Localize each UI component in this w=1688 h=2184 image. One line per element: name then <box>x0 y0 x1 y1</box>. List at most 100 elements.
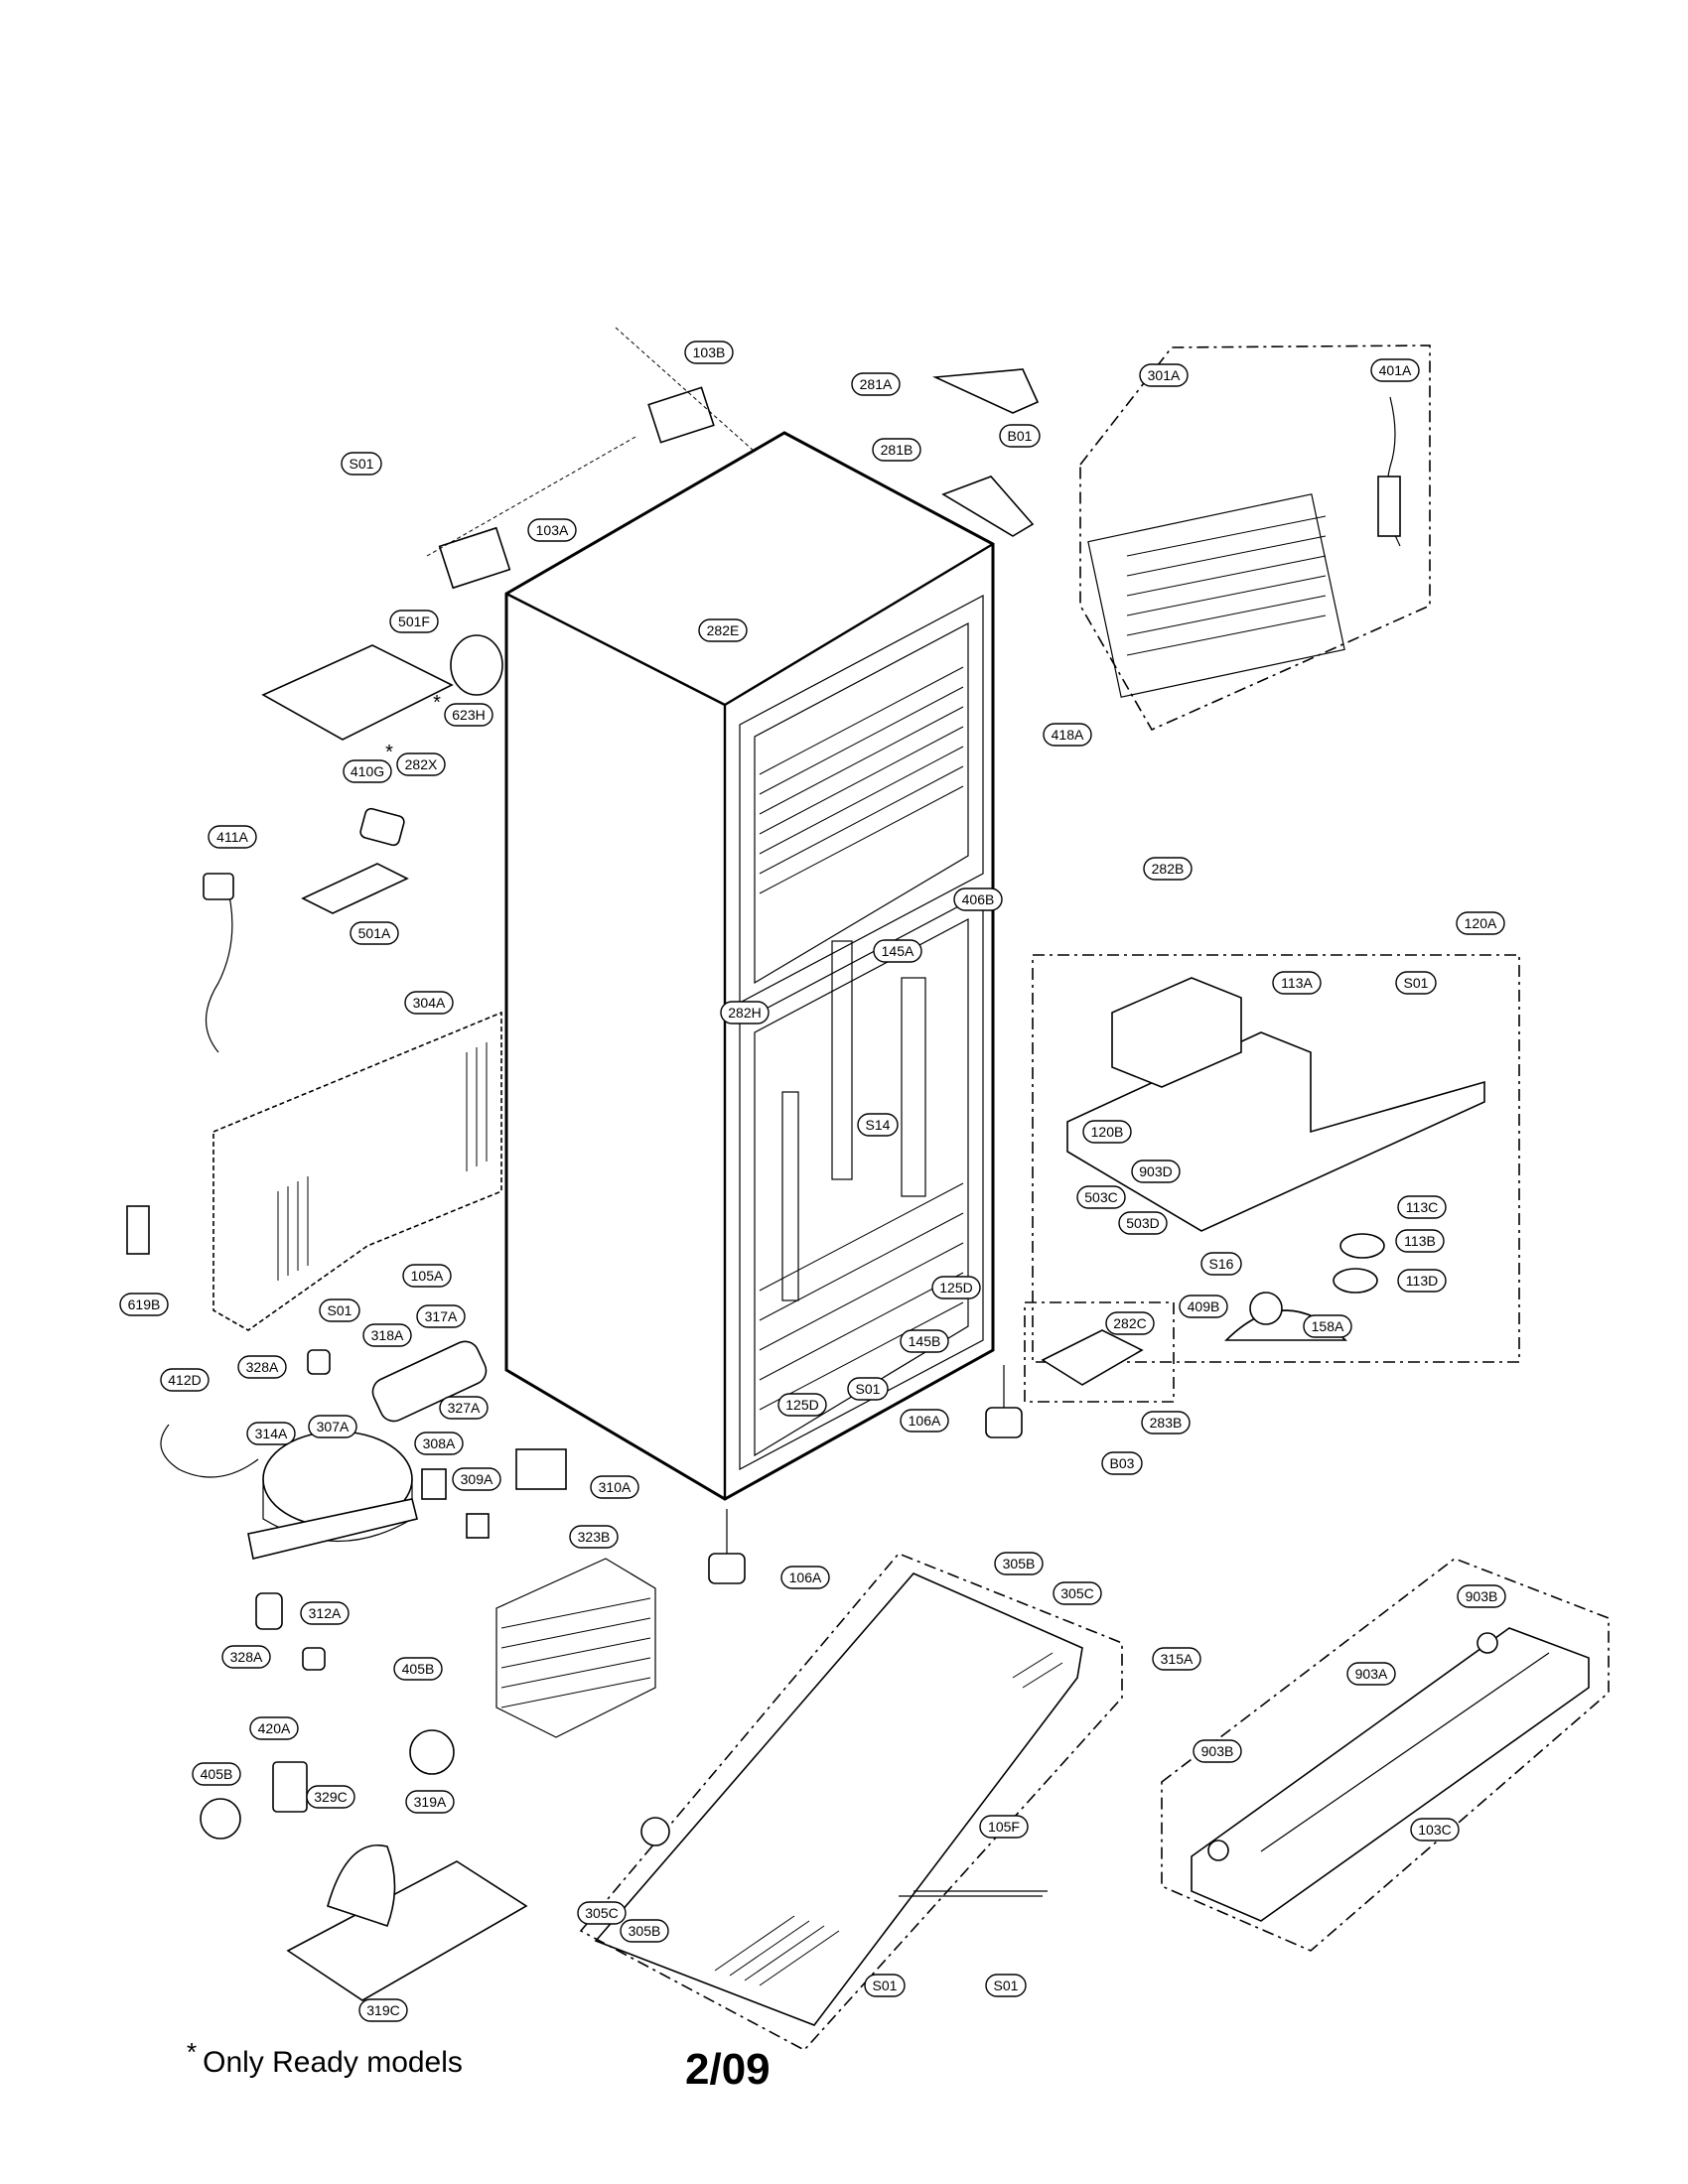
part-label-outline <box>590 1475 639 1499</box>
part-label-outline <box>119 1293 169 1316</box>
part-label-s14: S14 <box>857 1113 899 1137</box>
part-label-text: 305C <box>585 1905 618 1921</box>
footnote-text: Only Ready models <box>203 2046 463 2079</box>
part-label-319a: 319A <box>405 1790 455 1814</box>
part-label-103a: 103A <box>527 518 577 542</box>
part-label-405b_b: 405B <box>192 1762 241 1786</box>
control-box-and-pcb <box>203 634 503 1053</box>
part-label-outline <box>851 372 901 396</box>
part-label-text: 304A <box>413 995 446 1011</box>
part-label-text: 158A <box>1312 1318 1344 1334</box>
part-label-318a: 318A <box>362 1323 412 1347</box>
part-label-327a: 327A <box>439 1396 489 1420</box>
part-label-text: 329C <box>314 1789 347 1805</box>
compressor-assembly <box>160 1340 567 1671</box>
part-label-outline <box>1076 1185 1126 1209</box>
top-hinge-assembly <box>426 327 1040 590</box>
part-label-619b: 619B <box>119 1293 169 1316</box>
part-label-text: 312A <box>309 1605 342 1621</box>
part-label-outline <box>1118 1211 1168 1235</box>
footnote: *Only Ready models <box>187 2037 463 2080</box>
part-label-text: 145B <box>909 1333 941 1349</box>
part-label-outline <box>341 452 382 476</box>
part-label-328a_b: 328A <box>221 1645 271 1669</box>
part-label-113d: 113D <box>1397 1269 1447 1293</box>
part-label-text: 113C <box>1406 1199 1438 1215</box>
part-label-text: 319A <box>414 1794 447 1810</box>
part-label-120b: 120B <box>1082 1120 1132 1144</box>
part-label-outline <box>1053 1581 1102 1605</box>
part-label-text: 145A <box>882 943 914 959</box>
part-label-outline <box>1303 1314 1352 1338</box>
part-label-outline <box>1141 1411 1191 1434</box>
part-label-outline <box>319 1298 360 1322</box>
part-label-120a: 120A <box>1456 911 1505 935</box>
part-label-text: 113B <box>1404 1233 1436 1249</box>
part-label-outline <box>160 1368 210 1392</box>
part-label-outline <box>1457 1584 1506 1608</box>
part-label-125d_b: 125D <box>777 1393 827 1417</box>
part-label-308a: 308A <box>414 1432 464 1455</box>
part-label-text: S01 <box>873 1978 898 1993</box>
part-label-text: 401A <box>1379 362 1412 378</box>
part-label-outline <box>979 1815 1029 1839</box>
part-label-outline <box>780 1566 830 1589</box>
part-label-304a: 304A <box>404 991 454 1015</box>
part-label-outline <box>931 1276 981 1299</box>
part-label-text: 405B <box>402 1661 435 1677</box>
part-label-text: 282H <box>728 1005 761 1021</box>
part-label-312a: 312A <box>300 1601 350 1625</box>
part-label-501f: 501F <box>389 610 439 633</box>
part-label-s01_a: S01 <box>341 452 382 476</box>
fan-motor-assembly <box>200 1729 528 2001</box>
part-label-outline <box>414 1432 464 1455</box>
part-label-145a: 145A <box>873 939 922 963</box>
part-label-text: 282B <box>1152 861 1185 877</box>
part-label-outline <box>1143 857 1193 881</box>
part-label-106a_b: 106A <box>780 1566 830 1589</box>
part-label-text: 113D <box>1406 1273 1438 1289</box>
part-label-b01: B01 <box>999 424 1041 448</box>
part-label-outline <box>577 1901 627 1925</box>
part-label-outline <box>1101 1451 1143 1475</box>
page-number: 2/09 <box>685 2045 771 2094</box>
part-label-outline <box>527 518 577 542</box>
part-label-text: 120B <box>1091 1124 1124 1140</box>
part-label-text: S16 <box>1209 1256 1234 1272</box>
part-label-text: S01 <box>328 1302 352 1318</box>
part-label-text: S01 <box>1404 975 1429 991</box>
part-label-text: 308A <box>423 1435 456 1451</box>
part-label-text: 328A <box>230 1649 263 1665</box>
part-label-outline <box>416 1304 466 1328</box>
part-label-113b: 113B <box>1395 1229 1445 1253</box>
part-label-317a: 317A <box>416 1304 466 1328</box>
part-label-323b: 323B <box>569 1525 619 1549</box>
part-label-410g: 410G <box>343 759 392 783</box>
part-label-outline <box>1139 363 1189 387</box>
part-label-406b: 406B <box>953 887 1003 911</box>
part-label-text: 282C <box>1113 1315 1146 1331</box>
part-label-text: 103A <box>536 522 569 538</box>
part-label-282e: 282E <box>698 618 748 642</box>
part-label-305c_b: 305C <box>577 1901 627 1925</box>
part-label-text: 282X <box>405 756 438 772</box>
part-label-outline <box>405 1790 455 1814</box>
part-label-text: 319C <box>366 2002 399 2018</box>
part-label-text: 501A <box>358 925 391 941</box>
part-label-text: 105A <box>411 1268 444 1284</box>
part-label-outline <box>684 341 734 364</box>
part-label-text: S01 <box>856 1381 881 1397</box>
part-label-s01_f: S01 <box>985 1974 1027 1997</box>
part-label-text: 903D <box>1139 1163 1172 1179</box>
part-label-text: B01 <box>1008 428 1033 444</box>
part-label-outline <box>620 1919 669 1943</box>
part-label-text: S01 <box>994 1978 1019 1993</box>
part-label-outline <box>1200 1252 1242 1276</box>
part-label-113a: 113A <box>1272 971 1322 995</box>
part-label-text: 420A <box>258 1720 291 1736</box>
part-label-text: 318A <box>371 1327 404 1343</box>
part-label-s01_c: S01 <box>319 1298 360 1322</box>
part-label-text: 106A <box>909 1413 941 1429</box>
part-label-103c: 103C <box>1410 1818 1460 1842</box>
part-label-282b: 282B <box>1143 857 1193 881</box>
